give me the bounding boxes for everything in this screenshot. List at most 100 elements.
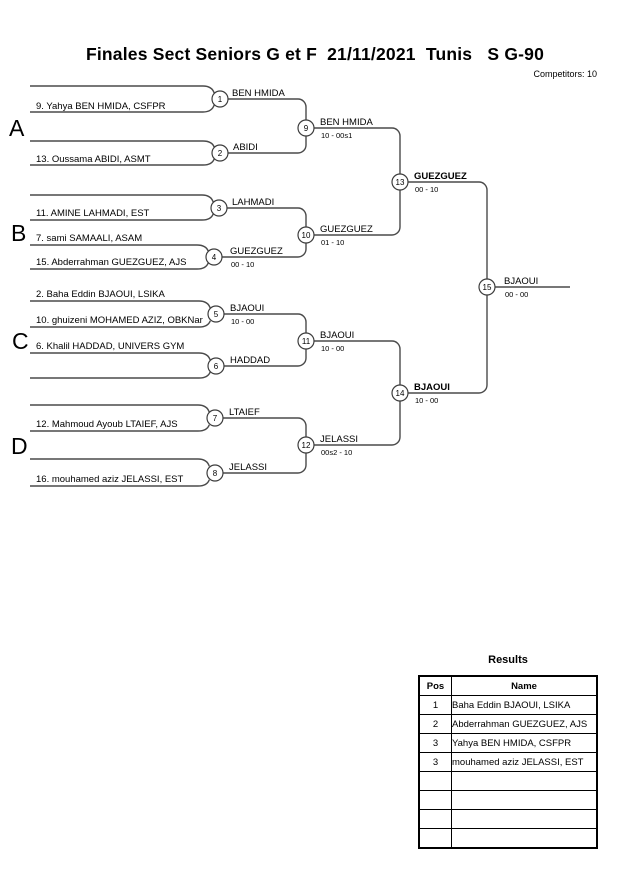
winner-label: HADDAD: [230, 355, 270, 366]
results-header-name: Name: [451, 675, 598, 696]
pos-cell: [418, 771, 452, 791]
name-cell: Baha Eddin BJAOUI, LSIKA: [451, 695, 598, 715]
connector-line: [30, 458, 210, 467]
winner-label: JELASSI: [229, 462, 267, 473]
match-score: 10 - 00s1: [321, 131, 352, 140]
results-header-pos: Pos: [418, 675, 452, 696]
seed-label: 2. Baha Eddin BJAOUI, LSIKA: [36, 289, 166, 300]
result-row: 2 Abderrahman GUEZGUEZ, AJS: [418, 714, 598, 734]
result-row: [418, 828, 598, 849]
name-cell: mouhamed aziz JELASSI, EST: [451, 752, 598, 772]
match-circle: [207, 357, 225, 375]
seed-label: 7. sami SAMAALI, ASAM: [36, 233, 142, 244]
match-score: 00s2 - 10: [321, 448, 352, 457]
winner-label: BEN HMIDA: [232, 88, 285, 99]
winner-label: LAHMADI: [232, 197, 274, 208]
name-cell: Yahya BEN HMIDA, CSFPR: [451, 733, 598, 753]
match-number: 5: [214, 310, 219, 319]
connector-line: [314, 401, 401, 446]
connector-line: [30, 424, 210, 432]
connector-line: [30, 104, 215, 113]
match-circle: [391, 173, 409, 191]
match-score: 00 - 10: [415, 185, 438, 194]
connector-line: [30, 85, 215, 94]
connector-line: [314, 127, 401, 174]
winner-labels: BEN HMIDA ABIDI LAHMADI GUEZGUEZ 00 - 10…: [229, 88, 538, 473]
match-number: 2: [218, 149, 223, 158]
match-circle: [206, 464, 224, 482]
winner-label: LTAIEF: [229, 407, 260, 418]
pos-cell: 1: [418, 695, 452, 715]
winner-label: JELASSI: [320, 434, 358, 445]
competitors-count: Competitors: 10: [533, 69, 597, 79]
result-row: [418, 790, 598, 810]
pos-cell: 3: [418, 752, 452, 772]
match-number: 13: [396, 178, 405, 187]
match-score: 00 - 00: [505, 290, 528, 299]
match-circle: [297, 436, 315, 454]
match-circle: [297, 226, 315, 244]
connector-line: [30, 244, 209, 252]
connector-line: [408, 181, 488, 279]
match-circle: [211, 90, 229, 108]
connector-line: [408, 295, 488, 394]
seed-label: 11. AMINE LAHMADI, EST: [36, 208, 150, 219]
results-title: Results: [488, 654, 528, 666]
seed-label: 9. Yahya BEN HMIDA, CSFPR: [36, 101, 166, 112]
match-score: 10 - 00: [231, 317, 254, 326]
section-labels: A B C D: [9, 115, 29, 459]
connector-line: [314, 340, 401, 385]
result-row: [418, 771, 598, 791]
match-score: 01 - 10: [321, 238, 344, 247]
winner-label: ABIDI: [233, 142, 258, 153]
result-row: [418, 809, 598, 829]
page-title: Finales Sect Seniors G et F 21/11/2021 T…: [85, 44, 545, 64]
bracket-lines: [30, 85, 570, 487]
seed-label: 15. Abderrahman GUEZGUEZ, AJS: [36, 257, 186, 268]
winner-label: BJAOUI: [414, 382, 450, 393]
connector-line: [223, 453, 307, 474]
winner-label: GUEZGUEZ: [230, 246, 283, 257]
pos-cell: [418, 828, 452, 849]
match-number: 1: [218, 95, 223, 104]
results-table: Pos Name 1 Baha Eddin BJAOUI, LSIKA 2 Ab…: [418, 675, 598, 849]
connector-line: [227, 207, 307, 227]
match-circle: [205, 248, 223, 266]
name-cell: [451, 790, 598, 810]
winner-label: BEN HMIDA: [320, 117, 373, 128]
connector-line: [30, 213, 214, 221]
connector-line: [224, 349, 307, 367]
connector-line: [224, 313, 307, 333]
match-circle: [297, 119, 315, 137]
seed-labels: 9. Yahya BEN HMIDA, CSFPR 13. Oussama AB…: [36, 101, 203, 485]
match-number: 3: [217, 204, 222, 213]
connector-line: [30, 352, 211, 361]
seed-label: 10. ghuizeni MOHAMED AZIZ, OBKNar: [36, 315, 203, 326]
connector-line: [30, 479, 210, 487]
winner-label: GUEZGUEZ: [320, 224, 373, 235]
match-score: 10 - 00: [321, 344, 344, 353]
winner-label: BJAOUI: [230, 303, 264, 314]
match-number: 4: [212, 253, 217, 262]
match-number: 7: [213, 414, 218, 423]
match-number: 15: [483, 283, 492, 292]
match-circle: [210, 199, 228, 217]
connector-line: [30, 320, 211, 328]
match-number: 11: [302, 337, 311, 346]
connector-line: [223, 417, 307, 437]
seed-label: 12. Mahmoud Ayoub LTAIEF, AJS: [36, 419, 178, 430]
result-row: 3 Yahya BEN HMIDA, CSFPR: [418, 733, 598, 753]
match-circle: [211, 144, 229, 162]
match-number: 9: [304, 124, 309, 133]
match-circle: [207, 305, 225, 323]
winner-label: BJAOUI: [320, 330, 354, 341]
match-circles: 1 2 3 4 5 6 7 8 9 10 11 12 13 14 15: [205, 90, 496, 482]
pos-cell: [418, 790, 452, 810]
match-number: 6: [214, 362, 219, 371]
connector-line: [228, 98, 307, 120]
connector-line: [30, 300, 211, 309]
section-label: C: [12, 328, 29, 354]
seed-label: 6. Khalil HADDAD, UNIVERS GYM: [36, 341, 184, 352]
connector-line: [228, 136, 307, 154]
connector-line: [30, 194, 214, 203]
